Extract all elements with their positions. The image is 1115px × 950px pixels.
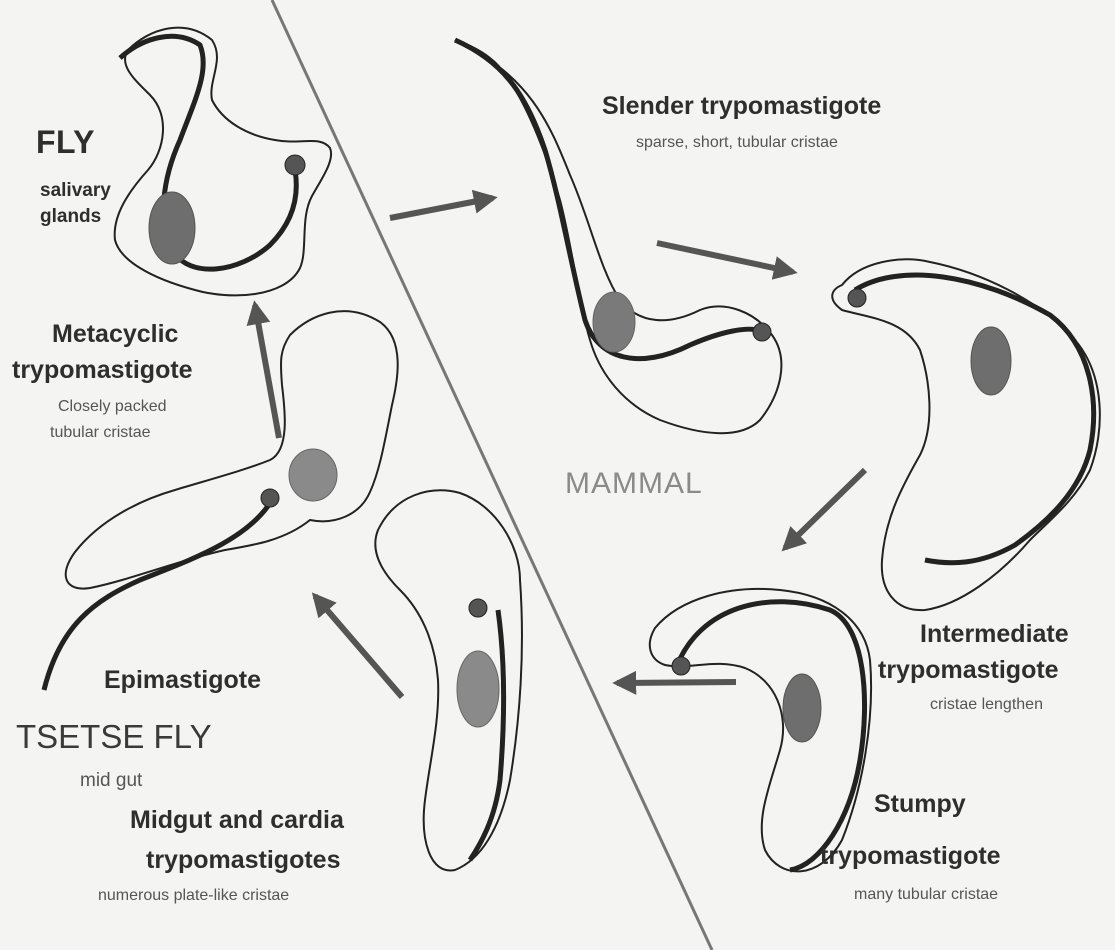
label-midgut-title: Midgut and cardia — [130, 806, 344, 835]
label-stumpy-desc: many tubular cristae — [854, 886, 998, 904]
label-metacyclic-desc-1: Closely packed — [58, 398, 167, 416]
label-stumpy-type: trypomastigote — [820, 842, 1001, 871]
arrow-stumpy-to-midgut — [617, 682, 736, 683]
label-tsetse-fly: TSETSE FLY — [16, 718, 212, 756]
label-metacyclic-type: trypomastigote — [12, 356, 193, 385]
arrow-midgut-to-metacyclic — [315, 596, 402, 697]
label-midgut-type: trypomastigotes — [146, 846, 340, 875]
label-intermediate-title: Intermediate — [920, 620, 1069, 649]
label-slender-desc: sparse, short, tubular cristae — [636, 134, 838, 152]
arrow-salivary-to-slender — [390, 198, 493, 218]
arrow-slender-to-intermediate — [657, 243, 793, 272]
stumpy-parasite — [650, 589, 871, 871]
label-salivary: salivary — [40, 180, 111, 202]
label-mammal: MAMMAL — [565, 467, 703, 501]
label-metacyclic-desc-2: tubular cristae — [50, 424, 151, 442]
salivary-gland-parasite — [115, 28, 331, 296]
intermediate-parasite — [832, 259, 1100, 610]
label-stumpy-title: Stumpy — [874, 790, 966, 819]
label-glands: glands — [40, 206, 101, 228]
label-mid-gut: mid gut — [80, 770, 142, 792]
arrow-metacyclic-to-salivary — [255, 305, 279, 438]
label-slender-title: Slender trypomastigote — [602, 92, 881, 121]
label-epimastigote: Epimastigote — [104, 666, 261, 695]
label-metacyclic: Metacyclic — [52, 320, 178, 349]
label-intermediate-desc: cristae lengthen — [930, 696, 1043, 714]
label-midgut-desc: numerous plate-like cristae — [98, 887, 289, 905]
label-fly: FLY — [36, 124, 95, 161]
arrow-intermediate-to-stumpy — [785, 470, 865, 548]
midgut-parasite — [375, 490, 522, 870]
label-intermediate-type: trypomastigote — [878, 656, 1059, 685]
